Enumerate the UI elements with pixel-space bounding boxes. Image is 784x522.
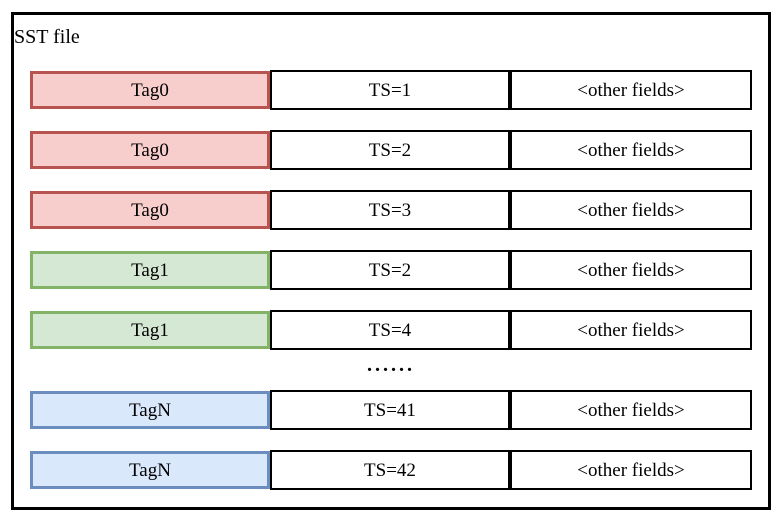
sst-file-title: SST file <box>14 26 80 48</box>
timestamp-cell: TS=2 <box>270 130 510 170</box>
tag-cell: Tag0 <box>30 191 270 229</box>
timestamp-cell: TS=41 <box>270 390 510 430</box>
other-fields-cell: <other fields> <box>510 130 752 170</box>
record-row: Tag0 TS=2 <other fields> <box>30 130 752 170</box>
ellipsis: ...... <box>367 354 415 376</box>
tag-cell: TagN <box>30 391 270 429</box>
timestamp-cell: TS=3 <box>270 190 510 230</box>
timestamp-cell: TS=1 <box>270 70 510 110</box>
record-row: Tag1 TS=2 <other fields> <box>30 250 752 290</box>
other-fields-cell: <other fields> <box>510 250 752 290</box>
record-row: TagN TS=41 <other fields> <box>30 390 752 430</box>
record-rows: Tag0 TS=1 <other fields> Tag0 TS=2 <othe… <box>30 70 752 510</box>
timestamp-cell: TS=42 <box>270 450 510 490</box>
record-row: Tag0 TS=3 <other fields> <box>30 190 752 230</box>
record-row: Tag0 TS=1 <other fields> <box>30 70 752 110</box>
tag-cell: Tag1 <box>30 251 270 289</box>
timestamp-cell: TS=2 <box>270 250 510 290</box>
other-fields-cell: <other fields> <box>510 390 752 430</box>
tag-cell: Tag0 <box>30 71 270 109</box>
other-fields-cell: <other fields> <box>510 450 752 490</box>
other-fields-cell: <other fields> <box>510 70 752 110</box>
sst-file-container: SST file Tag0 TS=1 <other fields> Tag0 T… <box>11 12 771 510</box>
other-fields-cell: <other fields> <box>510 310 752 350</box>
record-row: TagN TS=42 <other fields> <box>30 450 752 490</box>
tag-cell: TagN <box>30 451 270 489</box>
record-row: Tag1 TS=4 <other fields> <box>30 310 752 350</box>
tag-cell: Tag1 <box>30 311 270 349</box>
tag-cell: Tag0 <box>30 131 270 169</box>
other-fields-cell: <other fields> <box>510 190 752 230</box>
timestamp-cell: TS=4 <box>270 310 510 350</box>
